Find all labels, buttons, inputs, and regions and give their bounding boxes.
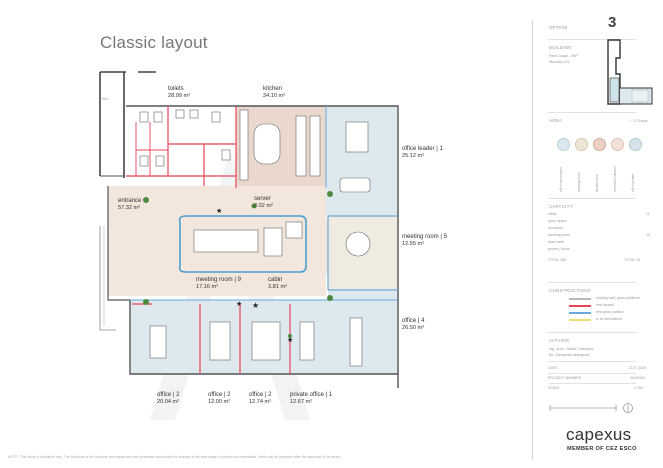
office-desks [149, 317, 363, 367]
capacity-label: CAPACITY [549, 204, 573, 209]
meeting-5-table [345, 231, 371, 257]
area-swatch-label-2: meeting room [577, 172, 581, 193]
area-swatch-label-4: reception entrance [613, 165, 617, 192]
author-label: AUTHOR [549, 338, 570, 343]
author-line-1: Ing. arch. Jakub Chalupka [549, 347, 594, 351]
svg-text:★: ★ [287, 336, 293, 344]
kitchen-furniture [239, 109, 321, 181]
option-label: OPTION [549, 25, 568, 30]
svg-text:WC: WC [102, 96, 109, 101]
brand-subtitle: MEMBER OF CEZ ESCO [567, 446, 637, 452]
building-line-1: Rive Casse, 2NP [549, 54, 578, 58]
stars: ★ ★ ★ ★ [216, 207, 293, 344]
legend-demolished-line [569, 319, 591, 321]
footer-note: NOTE: This study is indicative only. The… [8, 455, 341, 459]
legend-glass-partition-text: new glass partition [596, 310, 625, 314]
svg-text:★: ★ [216, 207, 222, 215]
svg-text:★: ★ [236, 300, 242, 308]
capacity-row: reception [548, 226, 563, 230]
area-swatch-label-5: office private [631, 173, 635, 192]
area-swatch-kitchen-area [593, 138, 606, 151]
capacity-row: team area [548, 240, 565, 244]
floor-plan-drawing: ★ ★ ★ ★ WC [99, 71, 399, 420]
area-swatch-meeting-room [575, 138, 588, 151]
building-label: BUILDING [549, 45, 572, 50]
scale-bar [549, 403, 633, 413]
meeting-9-table [193, 221, 303, 257]
legend-new-drywall-line [569, 305, 591, 307]
sidebar-divider [532, 20, 533, 460]
plants [143, 191, 333, 338]
area-label: AREA [549, 118, 563, 123]
meeting-9-glass [178, 215, 307, 273]
area-swatch-office-open-space [557, 138, 570, 151]
constructions-label: CONSTRUCTIONS [549, 288, 591, 293]
svg-text:★: ★ [252, 301, 259, 310]
option-number: 3 [608, 14, 617, 31]
area-swatch-label-1: office open space [559, 167, 563, 192]
author-line-2: Bc. Alexandra Balogová [549, 353, 590, 357]
zone-office-4 [328, 290, 398, 374]
brand-logo-text: capexus [566, 425, 632, 444]
building-keyplan [607, 39, 653, 105]
capacity-row: phone | focus [548, 247, 570, 251]
area-swatch-label-3: kitchen area [595, 174, 599, 192]
toilet-fixtures [139, 109, 231, 167]
area-total: ~ 273 sqm [630, 119, 648, 123]
building-line-2: Moravia 101 [549, 60, 570, 64]
area-swatch-office-private [629, 138, 642, 151]
capacity-row: open space [548, 219, 567, 223]
legend-existing-wall-text: existing wall | glass partitions [596, 296, 640, 300]
legend-new-drywall-text: new drywall [596, 303, 614, 307]
legend-demolished-text: to be demolished [596, 317, 622, 321]
legend-glass-partition-line [569, 312, 591, 314]
legend-existing-wall-line [569, 298, 591, 300]
area-swatch-reception [611, 138, 624, 151]
page-title: Classic layout [100, 33, 208, 52]
